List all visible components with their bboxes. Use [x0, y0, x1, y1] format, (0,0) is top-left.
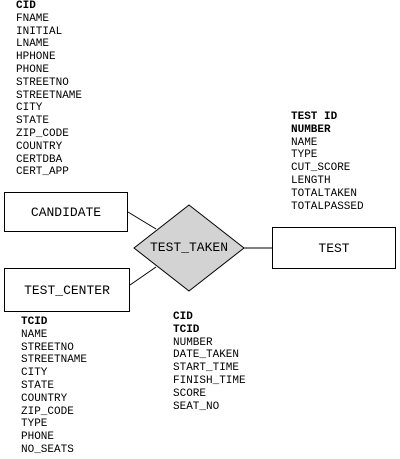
test-taken-attribute-list: CID TCID NUMBER DATE_TAKEN START_TIME FI…: [173, 311, 246, 413]
test-attribute: TOTALPASSED: [291, 200, 364, 213]
candidate-attribute: STATE: [16, 115, 50, 128]
test-key-attribute: NUMBER: [291, 123, 331, 136]
relationship-diamond: [133, 204, 245, 292]
entity-candidate: CANDIDATE: [4, 192, 128, 232]
test-attribute: TYPE: [291, 149, 318, 162]
test-attribute: TOTALTAKEN: [291, 187, 358, 200]
candidate-key-attribute: CID: [16, 0, 36, 12]
connector-test-center-test-taken: [129, 266, 157, 286]
test-center-attribute-list: TCID NAME STREETNO STREETNAME CITY STATE…: [21, 316, 87, 457]
test-center-attribute: COUNTRY: [21, 392, 68, 405]
entity-test-center: TEST_CENTER: [4, 268, 130, 312]
entity-test-center-label: TEST_CENTER: [24, 282, 110, 298]
test-center-attribute: NAME: [21, 328, 48, 341]
candidate-attribute: ZIP_CODE: [16, 127, 69, 140]
test-taken-attribute: START_TIME: [173, 362, 240, 375]
candidate-attribute: INITIAL: [16, 25, 63, 38]
test-taken-key-attribute: CID: [173, 311, 193, 323]
test-attribute: CUT_SCORE: [291, 162, 351, 175]
test-center-attribute: STATE: [21, 379, 55, 392]
candidate-attribute: STREETNO: [16, 76, 69, 89]
relationship-test-taken-label: TEST_TAKEN: [149, 240, 228, 255]
candidate-attribute: CERT_APP: [16, 166, 69, 179]
test-taken-attribute: SCORE: [173, 387, 207, 400]
candidate-attribute: CITY: [16, 102, 43, 115]
test-taken-attribute: SEAT_NO: [173, 400, 220, 413]
test-taken-attribute: DATE_TAKEN: [173, 349, 240, 362]
test-center-attribute: TYPE: [21, 418, 48, 431]
test-key-attribute: TEST ID: [291, 111, 338, 123]
test-center-attribute: PHONE: [21, 431, 55, 444]
candidate-attribute: PHONE: [16, 63, 50, 76]
test-center-attribute: CITY: [21, 367, 48, 380]
candidate-attribute: COUNTRY: [16, 140, 63, 153]
candidate-attribute: FNAME: [16, 12, 50, 25]
test-attribute-list: TEST ID NUMBER NAME TYPE CUT_SCORE LENGT…: [291, 111, 364, 213]
test-taken-key-attribute: TCID: [173, 323, 200, 336]
test-attribute: LENGTH: [291, 174, 331, 187]
connector-candidate-test-taken: [127, 211, 157, 230]
candidate-attribute: HPHONE: [16, 51, 56, 64]
test-center-attribute: STREETNO: [21, 341, 74, 354]
test-center-attribute: NO_SEATS: [21, 443, 74, 456]
candidate-attribute: CERTDBA: [16, 153, 63, 166]
candidate-attribute: LNAME: [16, 38, 50, 51]
test-center-attribute: ZIP_CODE: [21, 405, 74, 418]
test-attribute: NAME: [291, 136, 318, 149]
test-taken-attribute: FINISH_TIME: [173, 374, 246, 387]
test-center-attribute: STREETNAME: [21, 354, 88, 367]
entity-test-label: TEST: [318, 240, 350, 256]
entity-candidate-label: CANDIDATE: [30, 204, 102, 220]
candidate-attribute-list: CID FNAME INITIAL LNAME HPHONE PHONE STR…: [16, 0, 82, 179]
test-taken-attribute: NUMBER: [173, 336, 213, 349]
test-center-key-attribute: TCID: [21, 316, 48, 328]
entity-test: TEST: [272, 227, 396, 269]
candidate-attribute: STREETNAME: [16, 89, 83, 102]
